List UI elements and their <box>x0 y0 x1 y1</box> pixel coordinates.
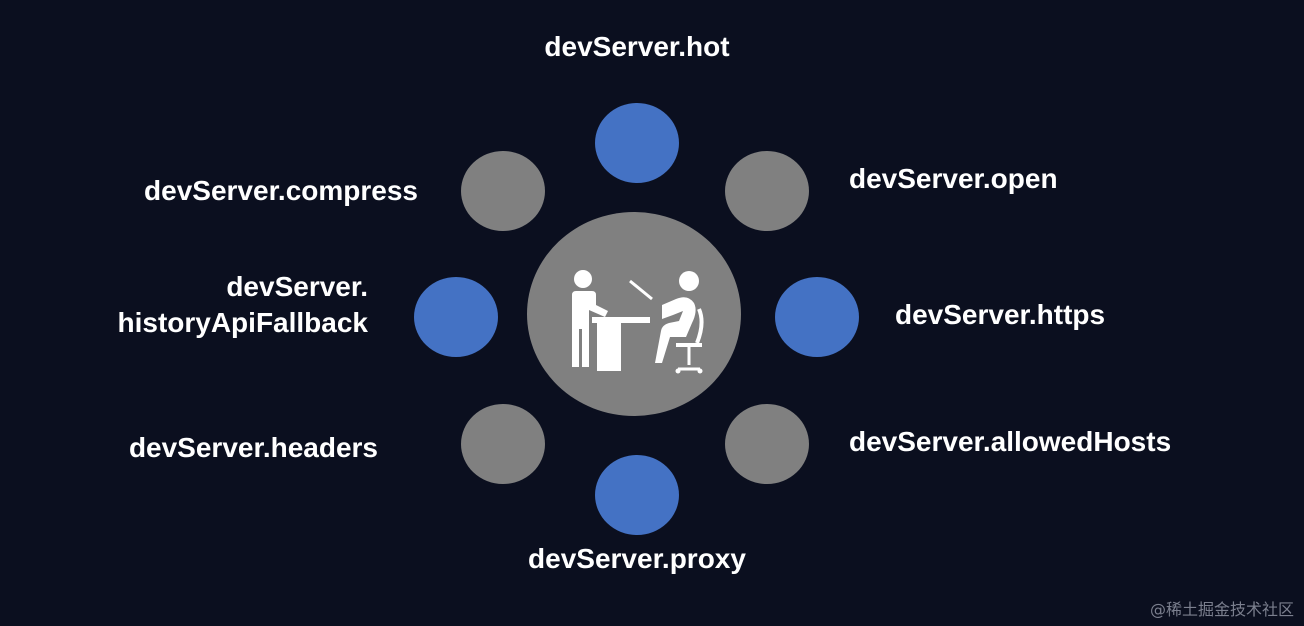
node-hot <box>595 103 679 183</box>
label-headers: devServer.headers <box>128 432 378 463</box>
label-history-line2: historyApiFallback <box>117 307 368 338</box>
label-hot: devServer.hot <box>544 31 730 62</box>
node-open <box>725 151 809 231</box>
label-proxy: devServer.proxy <box>528 543 746 574</box>
label-open: devServer.open <box>849 163 1058 194</box>
node-proxy <box>595 455 679 535</box>
label-history-line1: devServer. <box>226 271 368 302</box>
watermark: @稀土掘金技术社区 <box>1149 600 1294 619</box>
node-headers <box>461 404 545 484</box>
node-history-api-fallback <box>414 277 498 357</box>
node-compress <box>461 151 545 231</box>
teacher-student-desk-icon <box>572 270 704 374</box>
node-allowed-hosts <box>725 404 809 484</box>
label-allowed-hosts: devServer.allowedHosts <box>849 426 1172 457</box>
label-compress: devServer.compress <box>144 175 418 206</box>
label-https: devServer.https <box>895 299 1106 330</box>
node-https <box>775 277 859 357</box>
central-hub <box>527 212 741 416</box>
